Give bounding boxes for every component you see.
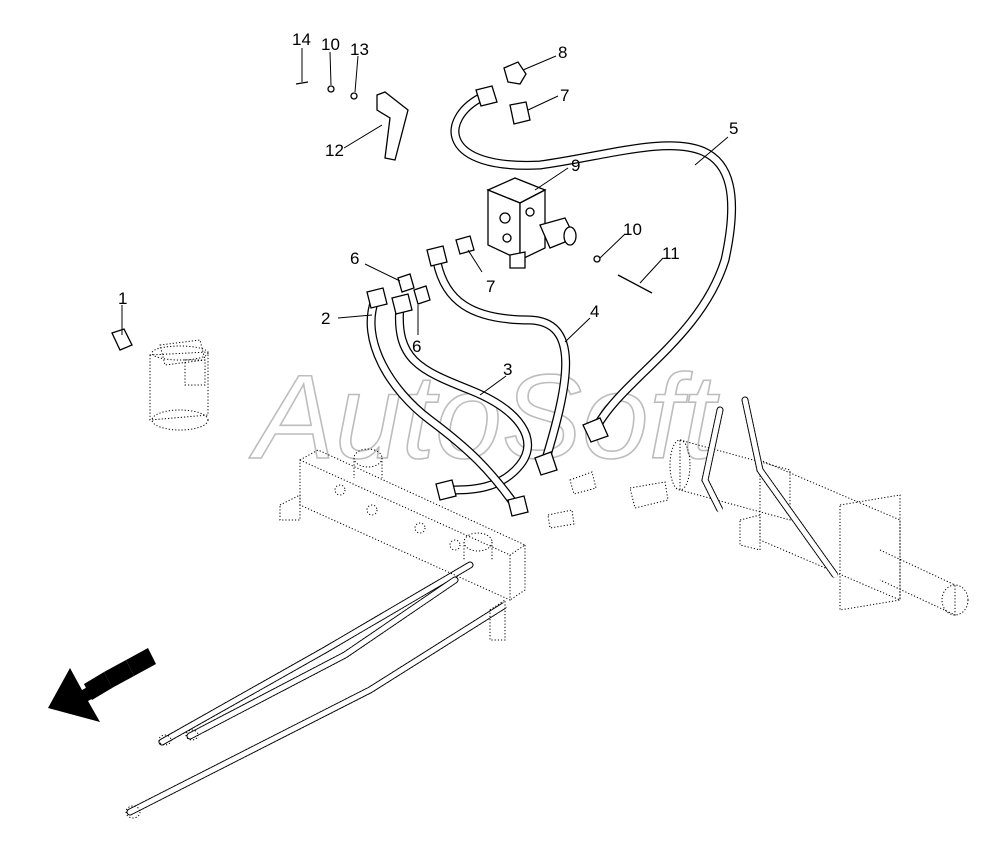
part-7b-fitting (455, 235, 475, 255)
callout-12: 12 (325, 141, 344, 160)
callout-7a: 7 (560, 86, 569, 105)
part-5-hose (450, 85, 736, 443)
callout-10a: 10 (321, 35, 340, 54)
part-9-valve (486, 177, 577, 269)
part-7a-fitting (509, 101, 531, 125)
part-13-washer (350, 92, 358, 100)
part-3-hose (391, 293, 533, 501)
part-2-hose (366, 287, 529, 517)
callout-1: 1 (118, 289, 127, 308)
leader-lines (121, 48, 729, 396)
callout-4: 4 (590, 302, 599, 321)
callout-7b: 7 (486, 277, 495, 296)
callout-14: 14 (292, 30, 311, 49)
part-1-filter (111, 328, 209, 431)
dotted-frame (125, 396, 969, 819)
part-6b-fitting (413, 285, 431, 305)
part-8-fitting (503, 61, 527, 85)
callout-8: 8 (558, 43, 567, 62)
part-10b-washer (593, 255, 601, 263)
part-10a-washer (327, 85, 335, 93)
part-11-bolt (617, 274, 653, 294)
callout-2: 2 (321, 309, 330, 328)
callout-3: 3 (503, 360, 512, 379)
callout-labels: 1 2 3 4 5 6 6 7 7 8 9 10 11 12 10 13 14 (118, 30, 738, 379)
part-12-bracket (295, 81, 409, 161)
callout-9: 9 (571, 156, 580, 175)
fittings (397, 61, 653, 305)
callout-6a: 6 (350, 249, 359, 268)
callout-5: 5 (729, 119, 738, 138)
arrow-direction-icon (48, 648, 156, 722)
callout-13: 13 (350, 40, 369, 59)
callout-6b: 6 (412, 337, 421, 356)
part-6a-fitting (397, 273, 415, 293)
part-14-bolt (295, 81, 309, 85)
callout-11: 11 (662, 244, 680, 263)
part-4-hose (426, 245, 571, 476)
callout-10b: 10 (623, 220, 642, 239)
